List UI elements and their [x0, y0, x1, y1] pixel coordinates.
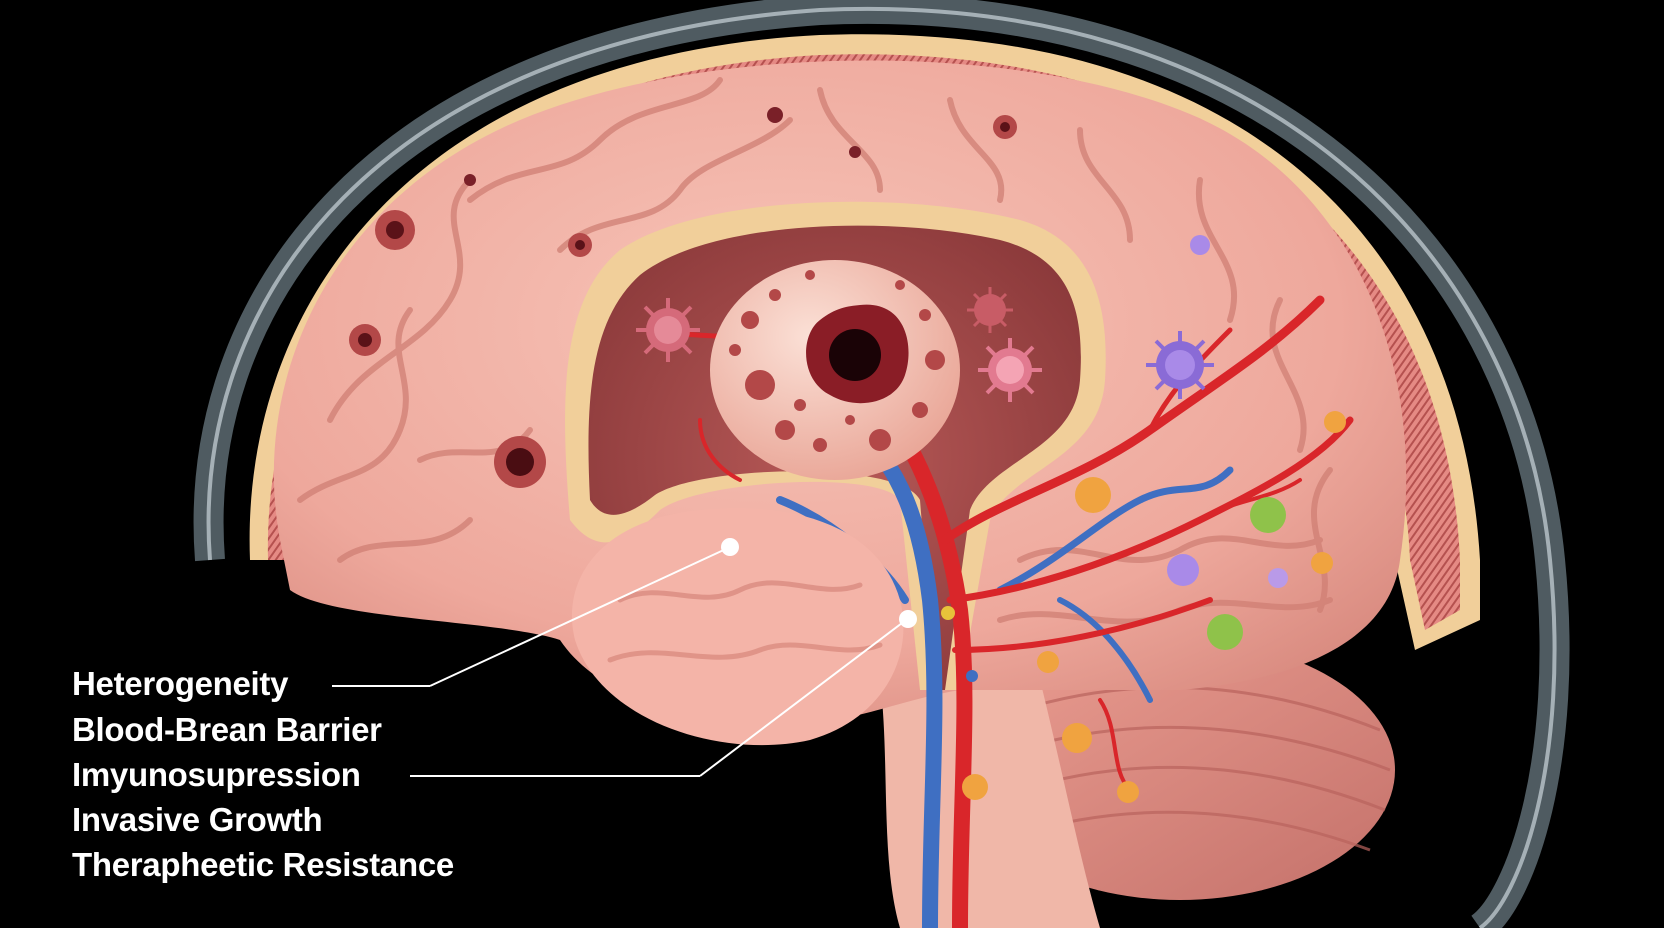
label-blood-brain-barrier: Blood-Brean Barrier	[72, 711, 382, 748]
tumor-mass-icon	[710, 260, 960, 480]
label-therapeutic-resistance: Therapheetic Resistance	[72, 846, 454, 883]
label-immunosuppression: Imyunosupression	[72, 756, 361, 793]
label-invasive-growth: Invasive Growth	[72, 801, 323, 838]
lesion-spots	[349, 107, 1017, 488]
leader-dot-immunosuppression	[899, 610, 917, 628]
cell-particle-icon	[941, 411, 1346, 803]
leader-dot-heterogeneity	[721, 538, 739, 556]
virus-particle-icon	[636, 235, 1288, 588]
label-heterogeneity: Heterogeneity	[72, 665, 289, 702]
leader-lines	[332, 547, 907, 777]
